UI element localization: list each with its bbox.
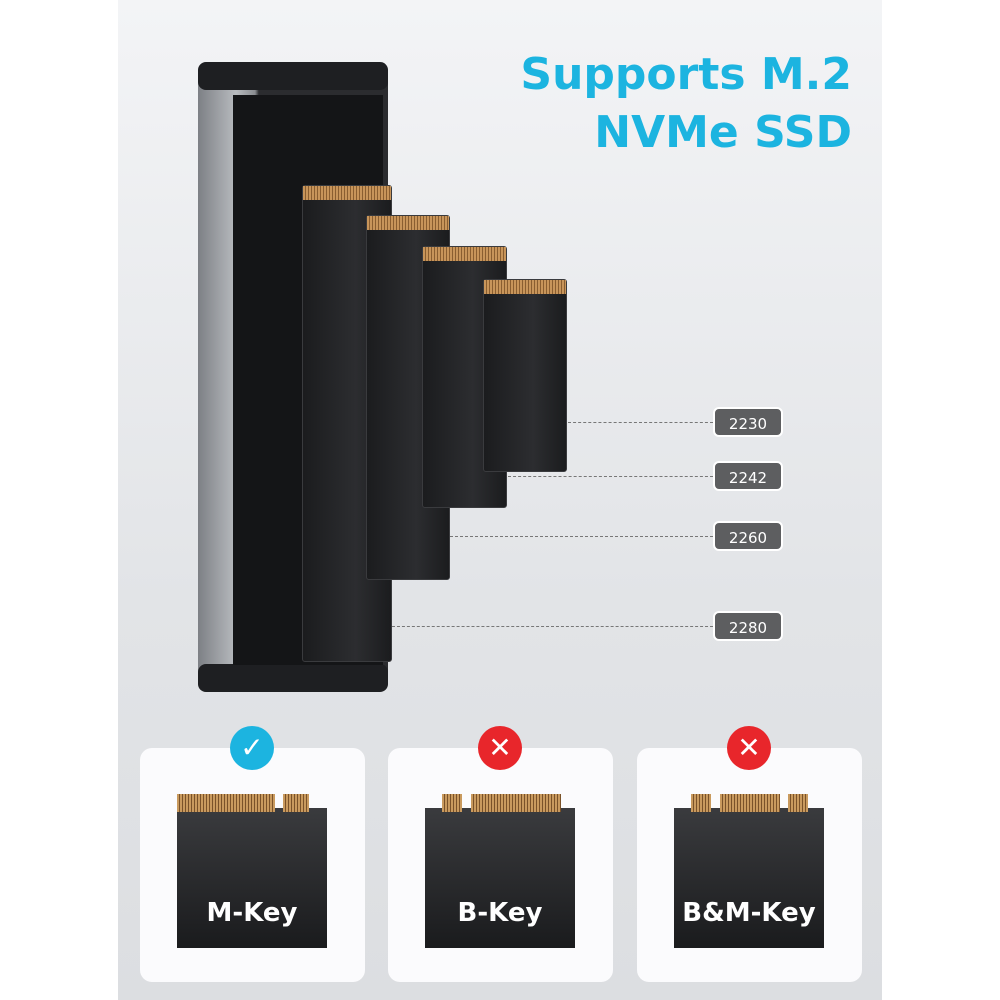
key-label: B-Key — [457, 898, 543, 928]
key-card-bm: ✕ B&M-Key — [637, 726, 862, 982]
leader-line — [568, 422, 713, 423]
x-icon: ✕ — [478, 726, 522, 770]
x-icon: ✕ — [727, 726, 771, 770]
leader-line — [392, 626, 713, 627]
enclosure-bottom-cap — [198, 664, 388, 692]
leader-line — [508, 476, 713, 477]
headline-line1: Supports M.2 — [520, 49, 852, 100]
enclosure-top-cap — [198, 62, 388, 90]
size-label-2280: 2280 — [713, 611, 783, 641]
size-label-2260: 2260 — [713, 521, 783, 551]
headline-line2: NVMe SSD — [594, 107, 852, 158]
bm-key-chip: B&M-Key — [674, 794, 824, 948]
key-label: B&M-Key — [682, 898, 816, 928]
key-card-b: ✕ B-Key — [388, 726, 613, 982]
check-icon: ✓ — [230, 726, 274, 770]
key-label: M-Key — [206, 898, 298, 928]
size-label-2230: 2230 — [713, 407, 783, 437]
size-label-2242: 2242 — [713, 461, 783, 491]
ssd-2230 — [483, 279, 567, 472]
key-card-m: ✓ M-Key — [140, 726, 365, 982]
b-key-chip: B-Key — [425, 794, 575, 948]
m-key-chip: M-Key — [177, 794, 327, 948]
leader-line — [450, 536, 713, 537]
